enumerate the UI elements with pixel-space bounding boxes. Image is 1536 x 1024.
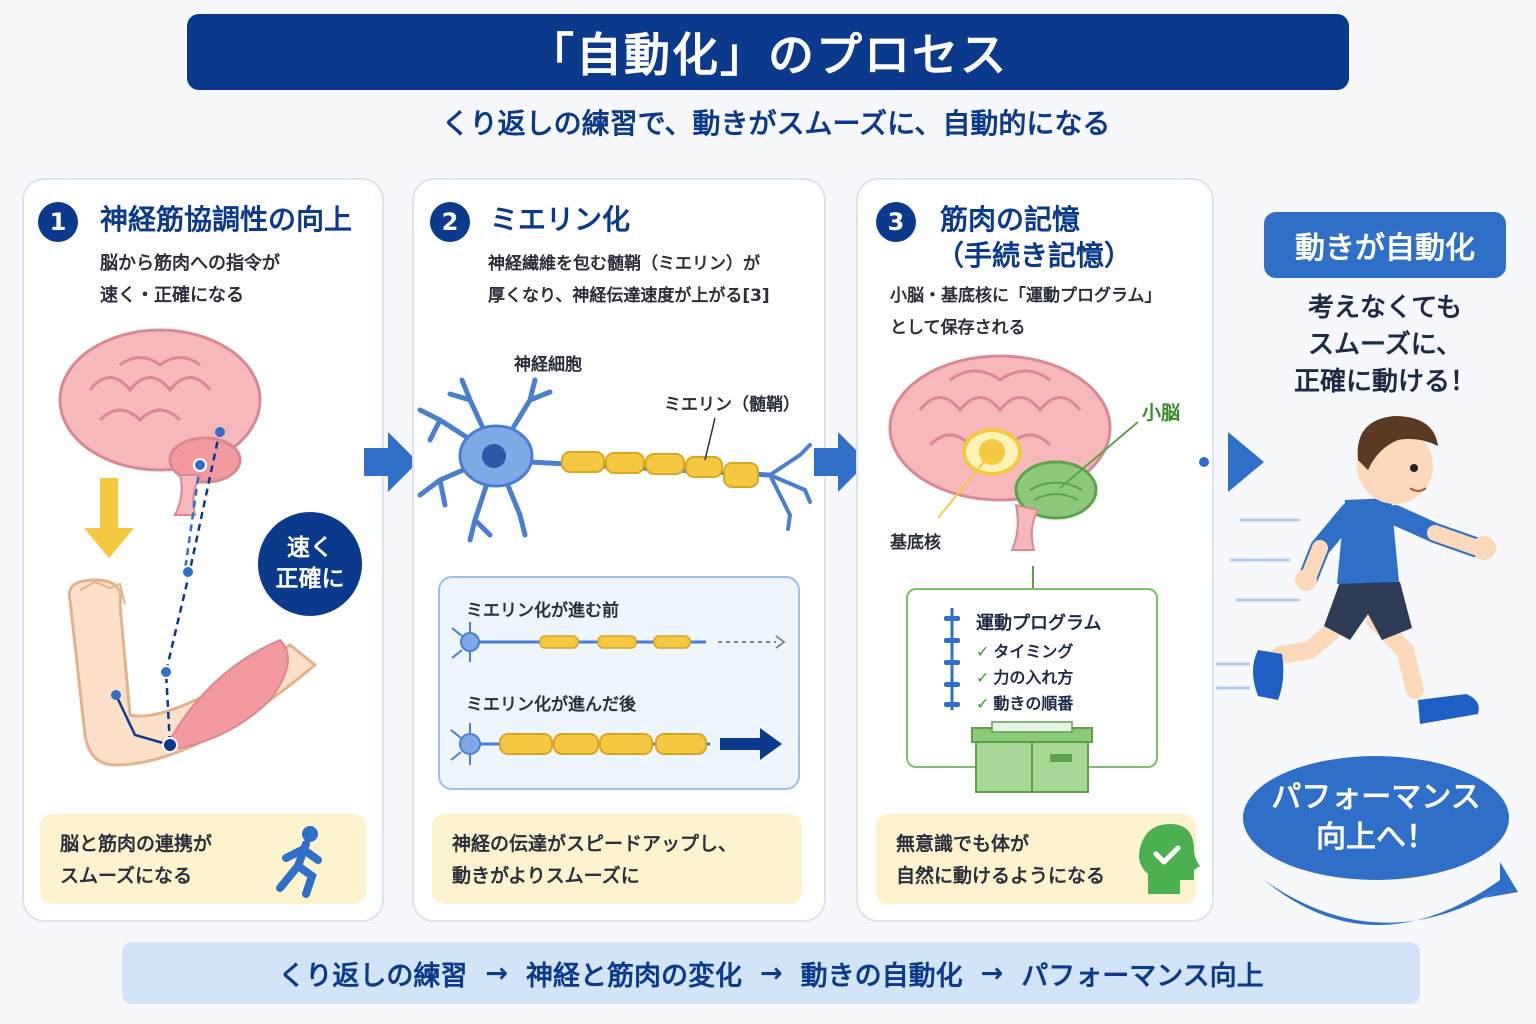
motor-program-item: ✓動きの順番 [976,694,1074,713]
brain-arm-illustration [58,328,318,767]
neuron-label: 神経細胞 [514,355,582,375]
step-3-title: 筋肉の記憶 （手続き記憶） [936,203,1133,272]
motor-program-title: 運動プログラム [976,613,1102,634]
step-1-description: 脳から筋肉への指令が 速く・正確になる [100,253,280,306]
curved-arrow-icon [1264,862,1518,925]
flow-arrow-icon: → [980,957,1004,989]
page-subtitle: くり返しの練習で、動きがスムーズに、自動的になる [441,107,1111,140]
flow-step: パフォーマンス向上 [1021,960,1264,992]
before-myelination-label: ミエリン化が進む前 [466,601,619,621]
arrow-icon [364,432,418,492]
step-2-note: 神経の伝達がスピードアップし、 動きがよりスムーズに [432,814,802,904]
step-2-description: 神経繊維を包む髄鞘（ミエリン）が 厚くなり、神経伝達速度が上がる[3] [488,254,770,306]
step-2-number: 2 [430,202,470,242]
notebook-spiral-icon [944,608,960,710]
step-1-title: 神経筋協調性の向上 [100,203,353,236]
motor-program-item: ✓タイミング [976,642,1074,661]
myelin-label: ミエリン（髄鞘） [664,395,800,415]
neuron-illustration [417,377,812,543]
after-myelination-label: ミエリン化が進んだ後 [466,695,636,715]
basal-ganglia-label: 基底核 [890,533,941,553]
title-banner: 「自動化」のプロセス [187,14,1349,90]
brain-memory-illustration [888,354,1139,588]
step-3-number: 3 [876,202,916,242]
step-3-description: 小脳・基底核に「運動プログラム」 として保存される [890,286,1162,338]
arrow-icon [1199,432,1264,492]
flow-step: 神経と筋肉の変化 [525,960,742,992]
automation-badge: 動きが自動化 [1264,212,1506,278]
flow-step: くり返しの練習 [278,960,468,992]
result-text: 考えなくても スムーズに、 正確に動ける！ [1293,293,1476,397]
step-2-title: ミエリン化 [490,203,631,236]
head-check-icon [1139,824,1200,894]
running-person-icon [276,826,322,898]
flow-arrow-icon: → [759,957,783,989]
performance-badge: パフォーマンス 向上へ！ [1243,756,1509,880]
storage-box-icon [971,721,1093,793]
page-title: 「自動化」のプロセス [528,28,1008,82]
flow-step: 動きの自動化 [800,960,963,992]
running-boy-illustration [1216,416,1496,724]
motor-program-item: ✓力の入れ方 [976,668,1074,687]
step-2-panel [412,178,826,922]
speed-accuracy-badge: 速く 正確に [258,512,362,616]
brain-icon [58,328,262,472]
process-flow-bar: くり返しの練習 → 神経と筋肉の変化 → 動きの自動化 → パフォーマンス向上 [122,942,1420,1004]
cerebellum-label: 小脳 [1142,402,1181,424]
myelin-comparison-illustration [450,622,786,765]
flow-arrow-icon: → [485,957,508,989]
arrow-icon [814,432,868,492]
step-1-number: 1 [38,202,78,242]
